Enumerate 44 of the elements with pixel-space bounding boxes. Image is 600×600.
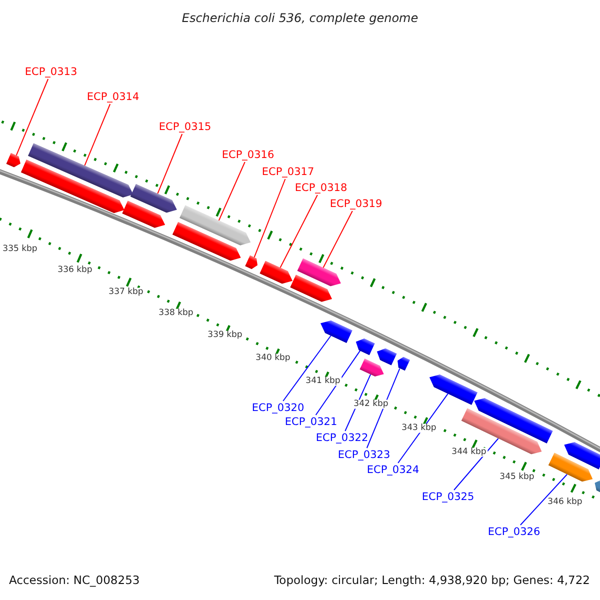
gene-label: ECP_0322 <box>311 431 373 445</box>
leader-line <box>322 210 353 268</box>
title: Escherichia coli 536, complete genome <box>182 10 418 27</box>
tick-label: 336 kbp <box>56 266 94 274</box>
genome-info-text: Topology: circular; Length: 4,938,920 bp; Genes: 4,722 <box>274 575 590 586</box>
leader-line <box>84 104 111 166</box>
gene-label: ECP_0325 <box>417 490 479 504</box>
leader-line <box>454 438 499 490</box>
leader-line <box>254 178 286 258</box>
leader-line <box>398 393 448 464</box>
tick-label: 342 kbp <box>352 400 390 408</box>
tick-label: 346 kbp <box>546 498 584 506</box>
tick-label: 341 kbp <box>304 376 342 386</box>
leader-line <box>366 368 400 448</box>
gene-label: ECP_0319 <box>325 197 387 211</box>
leader-line <box>520 474 568 526</box>
tick-label: 337 kbp <box>108 288 144 296</box>
tick-label: 345 kbp <box>498 472 536 482</box>
leader-line <box>16 78 49 156</box>
gene-label: ECP_0320 <box>247 401 309 415</box>
gene-label: ECP_0324 <box>362 463 424 477</box>
leader-line <box>157 134 183 194</box>
tick-label: 339 kbp <box>206 330 244 340</box>
gene-feature-block <box>244 255 260 271</box>
tick-label: 343 kbp <box>400 424 438 432</box>
gene-label: ECP_0313 <box>20 65 82 79</box>
gene-label: ECP_0315 <box>154 120 216 134</box>
gene-label: ECP_0321 <box>280 415 342 429</box>
gene-label: ECP_0318 <box>290 181 352 195</box>
gene-label: ECP_0314 <box>82 90 144 104</box>
tick-label: 338 kbp <box>158 308 194 318</box>
gene-label: ECP_0316 <box>217 148 279 162</box>
gene-label: ECP_0323 <box>333 448 395 462</box>
leader-line <box>282 335 332 402</box>
gene-label: ECP_0317 <box>257 165 319 179</box>
tick-label: 335 kbp <box>2 244 38 254</box>
gene-label: ECP_0326 <box>483 525 545 539</box>
tick-label: 340 kbp <box>254 354 292 362</box>
leader-line <box>315 350 361 416</box>
leader-line <box>280 194 318 268</box>
accession-text: Accession: NC_008253 <box>9 575 140 586</box>
leader-line <box>218 162 246 222</box>
tick-label: 344 kbp <box>450 448 488 456</box>
gene-feature-block <box>6 152 22 170</box>
